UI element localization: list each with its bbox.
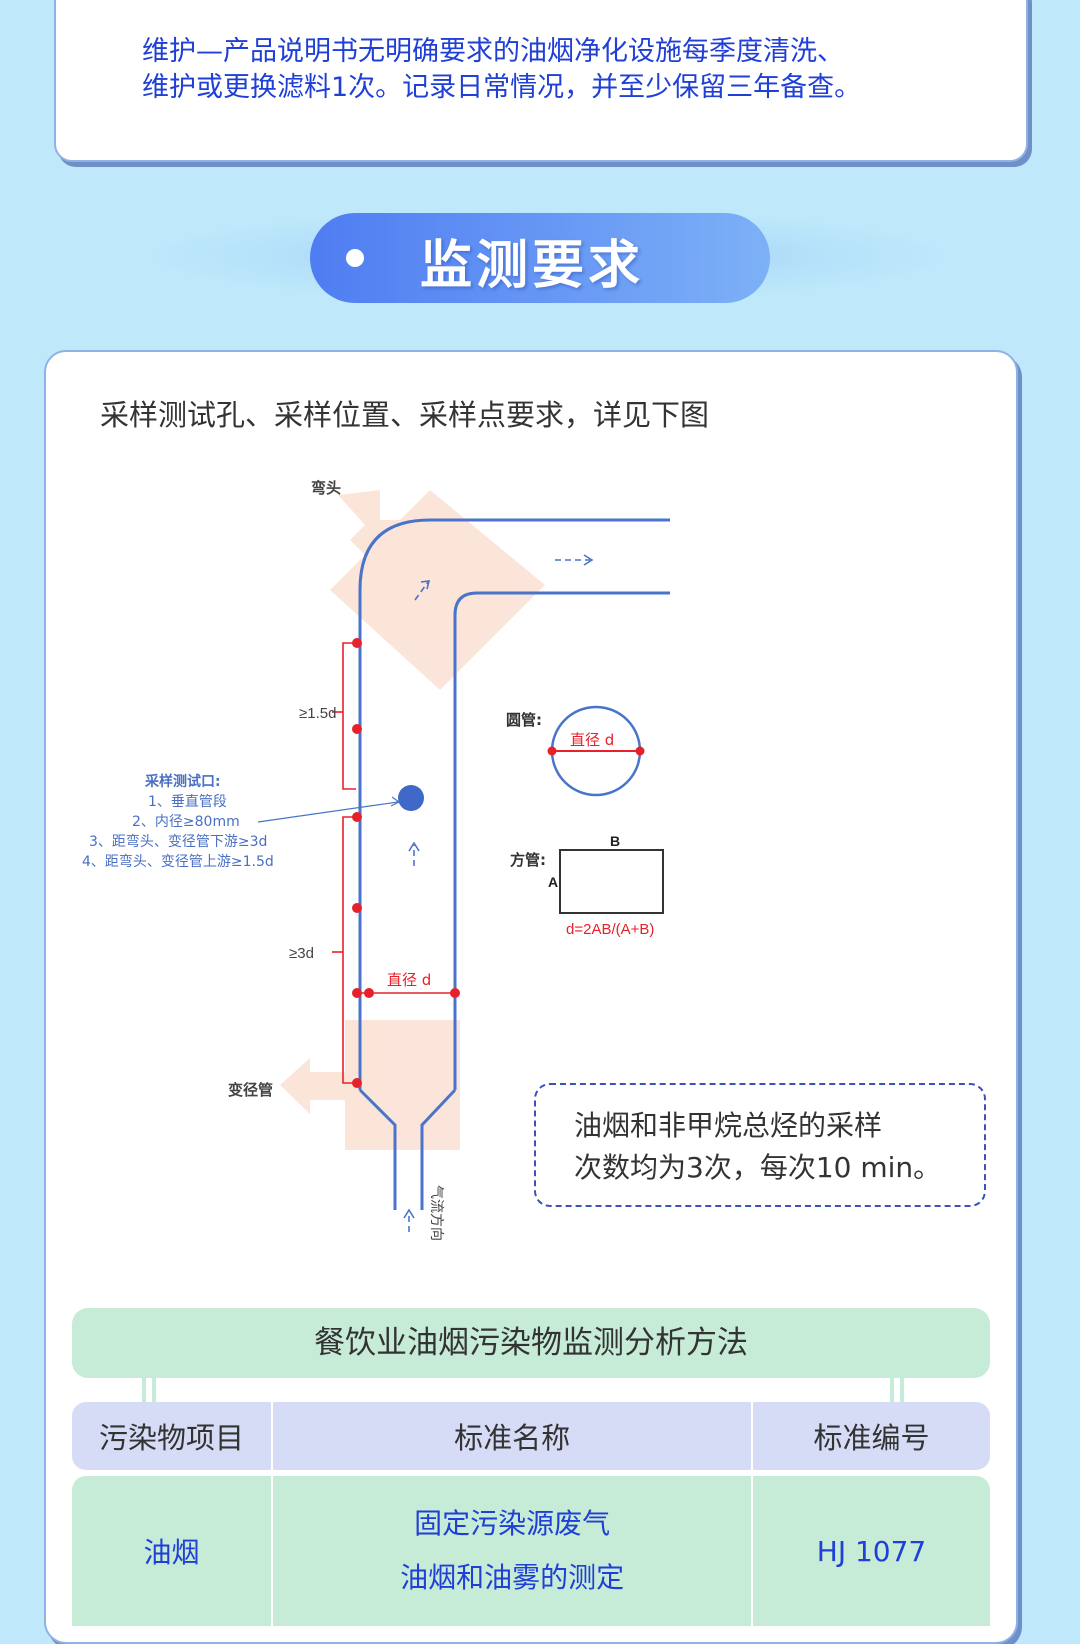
sampling-port-icon [398, 785, 424, 811]
section-title: 监测要求 [420, 236, 645, 296]
range-top-label: ≥1.5d [299, 705, 336, 722]
sampling-note-box: 油烟和非甲烷总烃的采样 次数均为3次，每次10 min。 [534, 1083, 986, 1207]
table-connector [142, 1378, 146, 1412]
note-line-2: 次数均为3次，每次10 min。 [574, 1151, 942, 1184]
row-pollutant: 油烟 [72, 1476, 274, 1626]
sampling-port-pointer [257, 801, 399, 823]
flow-direction-label: 气流方向 [428, 1185, 444, 1241]
sampling-port-notes: 采样测试口: 1、垂直管段 2、内径≥80mm 3、距弯头、变径管下游≥3d 4… [82, 773, 274, 870]
maintenance-card: 维护—产品说明书无明确要求的油烟净化设施每季度清洗、 维护或更换滤料1次。记录日… [54, 0, 1028, 162]
sampling-item-4: 4、距弯头、变径管上游≥1.5d [82, 853, 274, 870]
flow-arrowheads [403, 554, 594, 1219]
section-title-pill: 监测要求 [310, 213, 770, 303]
square-side-a: A [548, 874, 558, 890]
equivalent-diameter-formula: d=2AB/(A+B) [566, 921, 654, 938]
sampling-points [352, 638, 460, 1088]
row-standard-code: HJ 1077 [816, 1534, 927, 1568]
maintenance-text: 维护—产品说明书无明确要求的油烟净化设施每季度清洗、 维护或更换滤料1次。记录日… [142, 34, 1002, 106]
table-connector [152, 1378, 156, 1412]
table-title: 餐饮业油烟污染物监测分析方法 [72, 1308, 990, 1378]
standard-name-line-1: 固定污染源废气 [414, 1507, 611, 1540]
header-standard-code: 标准编号 [813, 1421, 930, 1455]
sampling-item-2: 2、内径≥80mm [132, 814, 240, 830]
square-pipe-shape [559, 849, 664, 914]
round-diameter-label: 直径 d [570, 731, 614, 749]
sampling-item-3: 3、距弯头、变径管下游≥3d [89, 833, 267, 850]
flow-background-arrows [280, 490, 545, 1150]
sampling-port-title: 采样测试口: [144, 773, 221, 790]
table-connector [890, 1378, 894, 1412]
table-header: 污染物项目 标准名称 标准编号 [72, 1402, 990, 1470]
header-standard-name: 标准名称 [273, 1402, 754, 1470]
round-pipe-label: 圆管: [506, 711, 542, 729]
row-standard-name: 固定污染源废气 油烟和油雾的测定 [273, 1476, 754, 1626]
square-side-b: B [610, 833, 620, 849]
standard-name-line-2: 油烟和油雾的测定 [400, 1561, 625, 1594]
elbow-label: 弯头 [311, 479, 341, 497]
square-pipe-label: 方管: [510, 851, 546, 869]
bullet-dot-icon [346, 249, 364, 267]
diameter-label: 直径 d [387, 971, 431, 989]
range-bottom-label: ≥3d [289, 945, 314, 962]
flow-arrows [408, 559, 590, 1232]
duct-outline [358, 518, 670, 1210]
maintenance-line-2: 维护或更换滤料1次。记录日常情况，并至少保留三年备查。 [142, 72, 862, 103]
table-connector [900, 1378, 904, 1412]
sampling-diagram: ≥1.5d ≥3d 直径 d 弯头 变径管 气流方向 采样测试口: 1、垂直管段… [82, 479, 670, 1241]
maintenance-line-1: 维护—产品说明书无明确要求的油烟净化设施每季度清洗、 [142, 36, 844, 67]
header-pollutant: 污染物项目 [72, 1402, 274, 1470]
sampling-item-1: 1、垂直管段 [148, 793, 227, 810]
table-row: 油烟 固定污染源废气 油烟和油雾的测定 HJ 1077 [72, 1476, 990, 1626]
reducer-label: 变径管 [228, 1081, 273, 1099]
range-brackets [332, 642, 455, 1084]
intro-text: 采样测试孔、采样位置、采样点要求，详见下图 [100, 398, 710, 432]
note-line-1: 油烟和非甲烷总烃的采样 [574, 1109, 883, 1142]
